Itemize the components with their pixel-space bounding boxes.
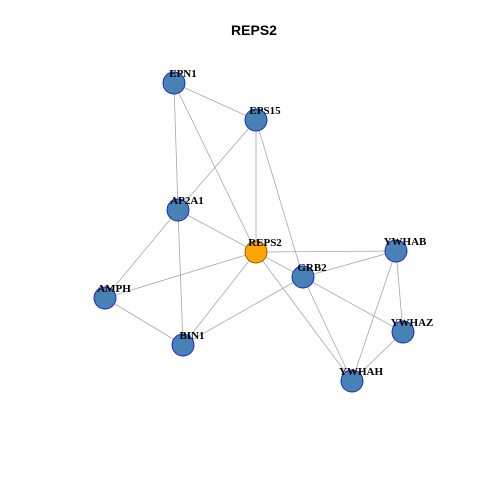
node-ywhaz[interactable]	[391, 320, 415, 344]
node-label-epn1: EPN1	[169, 68, 197, 80]
edge-ywhab-ywhah	[351, 250, 397, 382]
edge-reps2-bin1	[182, 251, 257, 346]
node-eps15[interactable]	[244, 108, 268, 132]
edge-ap2a1-reps2	[177, 209, 257, 253]
node-amph[interactable]	[93, 286, 117, 310]
edge-grb2-ywhab	[302, 250, 397, 278]
edge-amph-bin1	[104, 297, 184, 346]
edge-layer	[104, 82, 404, 382]
edge-reps2-ywhab	[255, 250, 397, 253]
node-ywhab[interactable]	[384, 239, 408, 263]
node-label-ap2a1: AP2A1	[170, 195, 204, 207]
edge-grb2-bin1	[182, 276, 304, 346]
edge-ap2a1-bin1	[177, 209, 184, 346]
edge-ap2a1-amph	[104, 209, 179, 299]
edge-grb2-ywhah	[302, 276, 353, 382]
node-ap2a1[interactable]	[166, 198, 190, 222]
edge-reps2-ywhah	[255, 251, 353, 382]
node-label-reps2: REPS2	[248, 237, 282, 249]
edge-epn1-ap2a1	[173, 82, 179, 211]
node-label-bin1: BIN1	[179, 330, 204, 342]
edge-epn1-eps15	[173, 82, 257, 121]
node-label-grb2: GRB2	[297, 262, 327, 274]
node-bin1[interactable]	[171, 333, 195, 357]
edge-eps15-ap2a1	[177, 119, 257, 211]
edge-grb2-ywhaz	[302, 276, 404, 333]
node-label-ywhah: YWHAH	[339, 366, 383, 378]
node-reps2[interactable]	[244, 240, 268, 264]
node-label-ywhaz: YWHAZ	[391, 317, 434, 329]
node-label-eps15: EPS15	[249, 105, 281, 117]
node-epn1[interactable]	[162, 71, 186, 95]
diagram-title: REPS2	[231, 22, 277, 38]
edge-ywhab-ywhaz	[395, 250, 404, 333]
node-label-amph: AMPH	[97, 283, 131, 295]
edge-reps2-amph	[104, 251, 257, 299]
node-ywhah[interactable]	[340, 369, 364, 393]
node-grb2[interactable]	[291, 265, 315, 289]
node-layer	[93, 71, 415, 393]
edge-ywhaz-ywhah	[351, 331, 404, 382]
edge-eps15-grb2	[255, 119, 304, 278]
node-label-ywhab: YWHAB	[384, 236, 427, 248]
